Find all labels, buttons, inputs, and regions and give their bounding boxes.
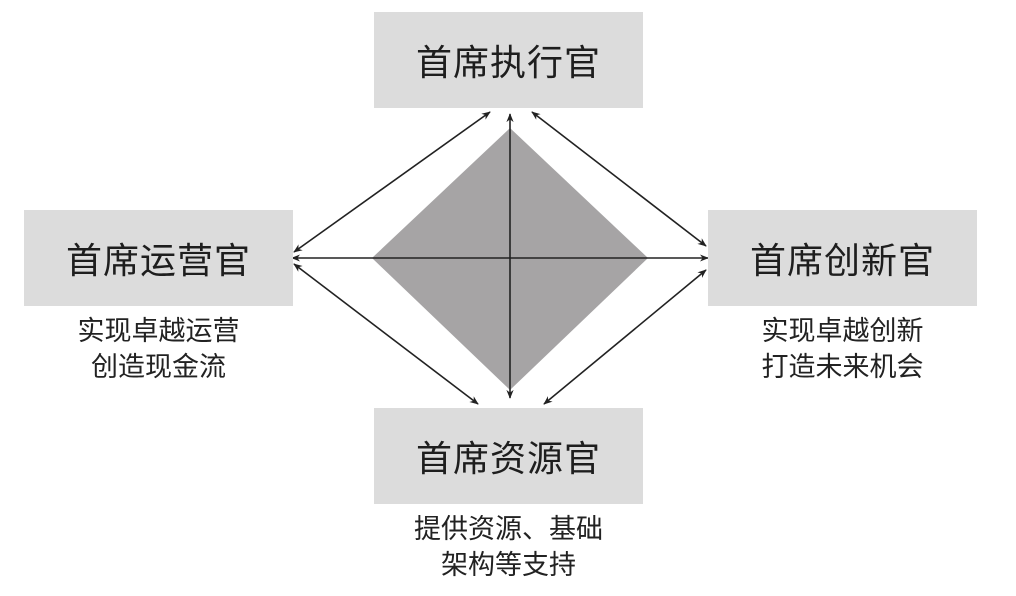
description-cino-line-1: 实现卓越创新 (761, 316, 924, 347)
box-chief-innovation-officer: 首席创新官 (708, 210, 977, 306)
box-chief-operating-officer: 首席运营官 (24, 210, 293, 306)
arrow-ceo-coo (293, 111, 491, 253)
title-cino: 首席创新官 (749, 241, 935, 282)
description-cino: 实现卓越创新 打造未来机会 (708, 314, 977, 386)
description-coo-line-1: 实现卓越运营 (77, 316, 240, 347)
title-coo: 首席运营官 (65, 241, 251, 282)
description-cino-line-2: 打造未来机会 (761, 352, 924, 383)
description-cro-line-1: 提供资源、基础 (414, 514, 603, 545)
box-chief-resource-officer: 首席资源官 (374, 408, 643, 504)
description-cro: 提供资源、基础 架构等支持 (374, 512, 643, 584)
arrow-coo-cro (293, 263, 479, 405)
title-ceo: 首席执行官 (415, 43, 601, 84)
arrow-ceo-cino (531, 111, 707, 247)
description-cro-line-2: 架构等支持 (441, 550, 576, 581)
title-cro: 首席资源官 (415, 439, 601, 480)
description-coo-line-2: 创造现金流 (91, 352, 226, 383)
description-coo: 实现卓越运营 创造现金流 (24, 314, 293, 386)
arrow-cino-cro (543, 269, 707, 405)
box-chief-executive-officer: 首席执行官 (374, 12, 643, 108)
